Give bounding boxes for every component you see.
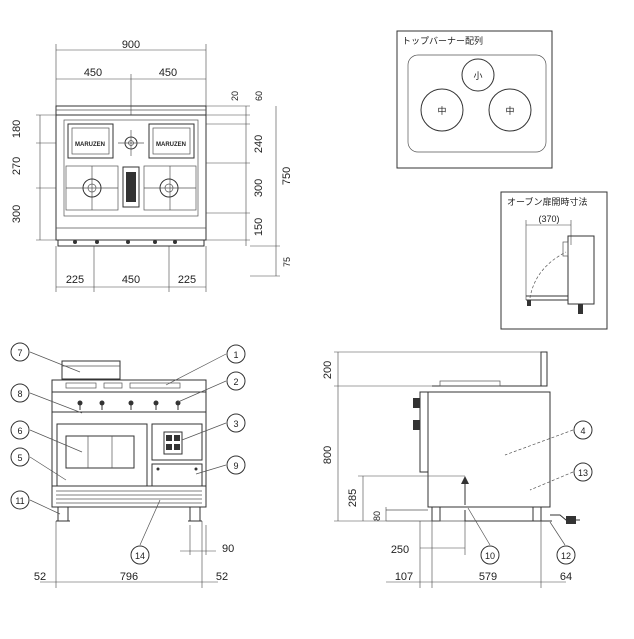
access-panel	[151, 463, 203, 487]
top-burner-line	[51, 379, 207, 393]
side-offset-dim: 250	[391, 544, 409, 556]
callout-8: 8	[17, 389, 22, 399]
callout-9: 9	[233, 461, 238, 471]
foot-right	[189, 506, 201, 522]
brand-label-right: MARUZEN	[156, 142, 186, 148]
overall-depth-label: 750	[281, 167, 293, 185]
oven-door-panel: オーブン扉開時寸法 (370)	[500, 191, 608, 330]
half-width-right: 450	[159, 67, 177, 79]
callout-4: 4	[580, 426, 585, 436]
side-height-2: 800	[322, 446, 334, 464]
front-bottom-dim-3: 52	[216, 571, 228, 583]
half-width-left: 450	[84, 67, 102, 79]
right-depth-2: 60	[254, 91, 264, 101]
burner-medium-left-label: 中	[437, 105, 446, 116]
burner-medium-left	[420, 88, 464, 132]
front-rail	[57, 239, 205, 247]
front-view: 7 8 6 5 11 1 2 3 9 14 90 52 796 52	[10, 342, 246, 588]
side-height-3: 285	[347, 489, 359, 507]
left-depth-1: 180	[11, 120, 23, 138]
bottom-width-3: 225	[178, 274, 196, 286]
side-bottom-dim-3: 64	[560, 571, 572, 583]
oven-window	[65, 435, 135, 469]
burner-small-label: 小	[473, 71, 482, 81]
side-height-4: 80	[372, 511, 382, 521]
right-depth-4: 300	[253, 179, 265, 197]
side-height-1: 200	[322, 361, 334, 379]
front-bottom-dim-1: 52	[34, 571, 46, 583]
callout-13: 13	[578, 468, 588, 478]
side-view: 200 800 285 80 250 107 579 64 4 13 10 12	[322, 351, 593, 588]
oven-door-dimension: (370)	[538, 214, 559, 224]
callout-12: 12	[561, 551, 571, 561]
bottom-width-1: 225	[66, 274, 84, 286]
callout-5: 5	[17, 453, 22, 463]
left-depth-3: 300	[11, 205, 23, 223]
medium-burner-right	[159, 178, 179, 198]
right-depth-5: 150	[253, 218, 265, 236]
callout-1: 1	[233, 350, 238, 360]
oven-controls	[163, 431, 183, 455]
overall-width-label: 900	[122, 39, 140, 51]
oven-door-title: オーブン扉開時寸法	[507, 196, 587, 207]
left-depth-2: 270	[11, 157, 23, 175]
burner-layout-panel: トップバーナー配列 小 中 中	[396, 30, 553, 169]
burner-medium-right	[488, 88, 532, 132]
burner-layout-title: トップバーナー配列	[402, 35, 483, 46]
callout-2: 2	[233, 377, 238, 387]
griddle-left	[67, 123, 114, 159]
side-body	[427, 391, 551, 508]
bottom-width-2: 450	[122, 274, 140, 286]
front-panel-side	[419, 391, 429, 473]
vent-base	[51, 485, 207, 508]
bottom-depth-label: 75	[282, 257, 292, 267]
side-bottom-dim-1: 107	[395, 571, 413, 583]
callout-10: 10	[485, 551, 495, 561]
callout-6: 6	[17, 426, 22, 436]
top-view: MARUZEN MARUZEN 900	[11, 39, 293, 292]
side-shelf	[540, 351, 548, 387]
burner-small	[461, 58, 495, 92]
callout-7: 7	[17, 348, 22, 358]
callout-14: 14	[135, 551, 145, 561]
center-vent	[122, 166, 140, 208]
side-bottom-dim-2: 579	[479, 571, 497, 583]
side-dim-label: 90	[222, 543, 234, 555]
medium-burner-left	[82, 178, 102, 198]
right-depth-3: 240	[253, 135, 265, 153]
shelf-unit	[61, 360, 121, 380]
brand-label-left: MARUZEN	[75, 142, 105, 148]
burner-medium-right-label: 中	[505, 105, 514, 116]
callout-3: 3	[233, 419, 238, 429]
right-depth-1: 20	[230, 91, 240, 101]
callout-11: 11	[15, 496, 24, 506]
griddle-right	[148, 123, 195, 159]
grate-area	[63, 119, 199, 217]
front-bottom-dim-2: 796	[120, 571, 138, 583]
